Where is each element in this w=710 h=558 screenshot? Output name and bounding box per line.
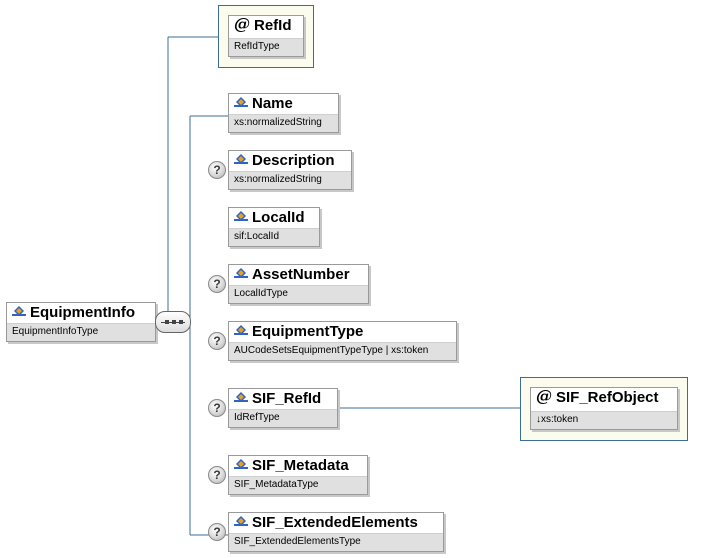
attribute-sif-refobject[interactable]: @ SIF_RefObject ↓xs:token: [530, 387, 678, 430]
element-diamond-icon: [234, 390, 248, 408]
attribute-refid[interactable]: @ RefId RefIdType: [228, 15, 304, 57]
element-name: Name: [252, 95, 293, 112]
element-name: LocalId: [252, 209, 305, 226]
attribute-frame-refid: @ RefId RefIdType: [218, 5, 314, 68]
attribute-name: SIF_RefObject: [556, 389, 659, 406]
optional-marker: ?: [208, 399, 226, 417]
optional-marker: ?: [208, 161, 226, 179]
at-sign-icon: @: [234, 14, 250, 33]
attribute-frame-sif-refobject: @ SIF_RefObject ↓xs:token: [520, 377, 688, 441]
element-description[interactable]: Description xs:normalizedString: [228, 150, 352, 190]
element-diamond-icon: [12, 304, 26, 322]
element-sif-extendedelements[interactable]: SIF_ExtendedElements SIF_ExtendedElement…: [228, 512, 444, 552]
element-type: xs:normalizedString: [229, 114, 338, 132]
element-diamond-icon: [234, 95, 248, 113]
element-type: sif:LocalId: [229, 228, 319, 246]
element-name: Description: [252, 152, 335, 169]
attribute-type: ↓xs:token: [531, 411, 677, 429]
optional-marker: ?: [208, 332, 226, 350]
element-type: SIF_MetadataType: [229, 476, 367, 494]
element-sif-metadata[interactable]: SIF_Metadata SIF_MetadataType: [228, 455, 368, 495]
element-equipmenttype[interactable]: EquipmentType AUCodeSetsEquipmentTypeTyp…: [228, 321, 457, 361]
element-assetnumber[interactable]: AssetNumber LocalIdType: [228, 264, 369, 304]
element-name: EquipmentType: [252, 323, 364, 340]
sequence-compositor[interactable]: [155, 311, 191, 333]
element-name: AssetNumber: [252, 266, 350, 283]
at-sign-icon: @: [536, 386, 552, 405]
element-name: SIF_ExtendedElements: [252, 514, 418, 531]
element-diamond-icon: [234, 323, 248, 341]
element-diamond-icon: [234, 514, 248, 532]
element-name-child[interactable]: Name xs:normalizedString: [228, 93, 339, 133]
element-diamond-icon: [234, 457, 248, 475]
optional-marker: ?: [208, 275, 226, 293]
element-diamond-icon: [234, 209, 248, 227]
root-element-equipmentinfo[interactable]: EquipmentInfo EquipmentInfoType: [6, 302, 156, 342]
element-sif-refid[interactable]: SIF_RefId IdRefType: [228, 388, 338, 428]
attribute-type: RefIdType: [229, 38, 303, 56]
attribute-name: RefId: [254, 17, 292, 34]
element-type: IdRefType: [229, 409, 337, 427]
optional-marker: ?: [208, 466, 226, 484]
optional-marker: ?: [208, 523, 226, 541]
element-type: xs:normalizedString: [229, 171, 351, 189]
element-type: LocalIdType: [229, 285, 368, 303]
element-localid[interactable]: LocalId sif:LocalId: [228, 207, 320, 247]
element-name: SIF_Metadata: [252, 457, 349, 474]
element-type: SIF_ExtendedElementsType: [229, 533, 443, 551]
element-type: EquipmentInfoType: [7, 323, 155, 341]
element-name: SIF_RefId: [252, 390, 322, 407]
element-name: EquipmentInfo: [30, 304, 135, 321]
element-diamond-icon: [234, 266, 248, 284]
element-diamond-icon: [234, 152, 248, 170]
element-type: AUCodeSetsEquipmentTypeType | xs:token: [229, 342, 456, 360]
